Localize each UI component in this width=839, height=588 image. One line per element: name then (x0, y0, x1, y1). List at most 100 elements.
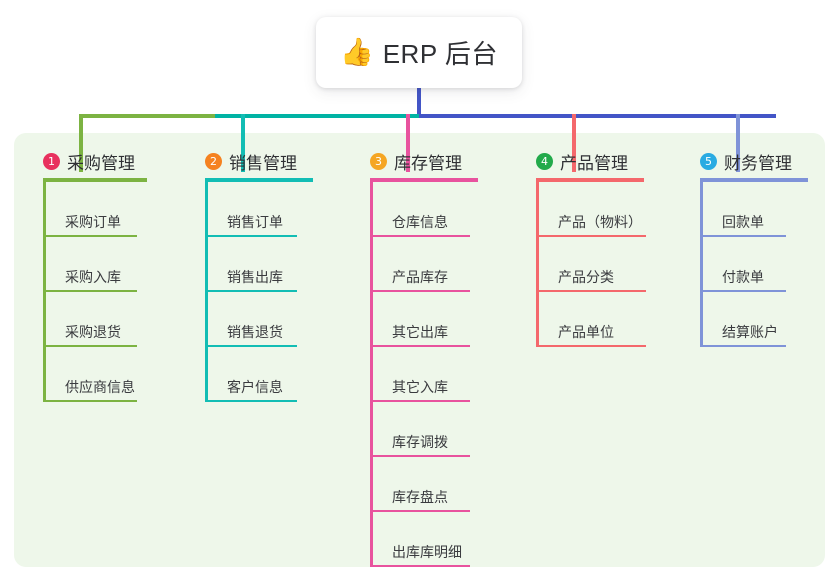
leaf-spine (700, 182, 703, 347)
leaf-item-label: 产品单位 (558, 324, 614, 340)
leaf-item-label: 其它入库 (392, 379, 448, 395)
leaf-underline (536, 235, 646, 237)
leaf-underline (205, 400, 297, 402)
branch-header-5[interactable]: 5 财务管理 (700, 148, 808, 174)
leaf-underline (205, 235, 297, 237)
leaf-item-label: 供应商信息 (65, 379, 135, 395)
leaf-item-label: 仓库信息 (392, 214, 448, 230)
leaf-item[interactable]: 产品单位 (536, 292, 646, 347)
branch-drop-1 (79, 114, 83, 172)
branch-number-badge: 4 (536, 152, 553, 170)
leaf-spine (370, 182, 373, 567)
leaf-underline (536, 345, 646, 347)
leaf-spine (205, 182, 208, 402)
branch-number-badge: 3 (370, 152, 387, 170)
leaf-underline (370, 290, 470, 292)
leaf-item[interactable]: 其它入库 (370, 347, 478, 402)
leaf-item[interactable]: 采购订单 (43, 182, 147, 237)
branch-drop-5 (736, 114, 740, 172)
leaf-stack: 采购订单采购入库采购退货供应商信息 (43, 182, 147, 402)
leaf-item-label: 销售订单 (227, 214, 283, 230)
root-stem (417, 88, 421, 118)
branch-title: 库存管理 (394, 153, 462, 173)
branch-title: 财务管理 (724, 153, 792, 173)
branch-header-3[interactable]: 3 库存管理 (370, 148, 478, 174)
leaf-item[interactable]: 销售出库 (205, 237, 313, 292)
leaf-spine (536, 182, 539, 347)
leaf-item[interactable]: 出库库明细 (370, 512, 478, 567)
leaf-item-label: 采购订单 (65, 214, 121, 230)
branch-header-4[interactable]: 4 产品管理 (536, 148, 644, 174)
leaf-item[interactable]: 采购退货 (43, 292, 147, 347)
leaf-item[interactable]: 结算账户 (700, 292, 808, 347)
bus-teal (215, 114, 419, 118)
leaf-underline (536, 290, 646, 292)
leaf-item-label: 结算账户 (722, 324, 778, 340)
leaf-item[interactable]: 仓库信息 (370, 182, 478, 237)
leaf-stack: 产品（物料） 产品分类产品单位 (536, 182, 646, 347)
leaf-underline (370, 345, 470, 347)
branch-underline (43, 178, 147, 182)
branch-drop-3 (406, 114, 410, 172)
branch-underline (370, 178, 478, 182)
leaf-item[interactable]: 产品分类 (536, 237, 646, 292)
leaf-underline (700, 235, 786, 237)
leaf-item-label: 采购入库 (65, 269, 121, 285)
leaf-item-label: 采购退货 (65, 324, 121, 340)
leaf-underline (370, 235, 470, 237)
thumbs-up-icon: 👍 (340, 37, 374, 67)
leaf-item[interactable]: 供应商信息 (43, 347, 147, 402)
leaf-item[interactable]: 付款单 (700, 237, 808, 292)
leaf-underline (370, 455, 470, 457)
leaf-item-label: 出库库明细 (392, 544, 462, 560)
leaf-underline (700, 345, 786, 347)
bus-green (79, 114, 215, 118)
leaf-item[interactable]: 销售订单 (205, 182, 313, 237)
leaf-stack: 回款单付款单结算账户 (700, 182, 808, 347)
leaf-item-label: 产品（物料） (558, 214, 642, 230)
bus-indigo (419, 114, 776, 118)
leaf-item-label: 回款单 (722, 214, 764, 230)
root-node[interactable]: 👍 ERP 后台 (316, 17, 522, 88)
leaf-underline (43, 290, 137, 292)
branch-title: 采购管理 (67, 153, 135, 173)
leaf-item[interactable]: 其它出库 (370, 292, 478, 347)
leaf-stack: 仓库信息产品库存其它出库其它入库库存调拨库存盘点出库库明细 (370, 182, 478, 567)
branch-underline (205, 178, 313, 182)
leaf-item-label: 客户信息 (227, 379, 283, 395)
leaf-underline (700, 290, 786, 292)
leaf-underline (205, 290, 297, 292)
leaf-underline (43, 400, 137, 402)
leaf-item-label: 其它出库 (392, 324, 448, 340)
leaf-item[interactable]: 回款单 (700, 182, 808, 237)
leaf-stack: 销售订单销售出库销售退货客户信息 (205, 182, 313, 402)
leaf-spine (43, 182, 46, 402)
branch-drop-4 (572, 114, 576, 172)
leaf-item-label: 产品库存 (392, 269, 448, 285)
leaf-item[interactable]: 产品（物料） (536, 182, 646, 237)
branch-column-5: 5 财务管理回款单付款单结算账户 (700, 148, 808, 347)
leaf-underline (205, 345, 297, 347)
leaf-item-label: 付款单 (722, 269, 764, 285)
leaf-item-label: 库存盘点 (392, 489, 448, 505)
branch-number-badge: 5 (700, 152, 717, 170)
branch-column-3: 3 库存管理仓库信息产品库存其它出库其它入库库存调拨库存盘点出库库明细 (370, 148, 478, 567)
branch-title: 销售管理 (229, 153, 297, 173)
branch-underline (700, 178, 808, 182)
branch-title: 产品管理 (560, 153, 628, 173)
leaf-item[interactable]: 采购入库 (43, 237, 147, 292)
leaf-underline (370, 400, 470, 402)
branch-underline (536, 178, 644, 182)
leaf-item[interactable]: 销售退货 (205, 292, 313, 347)
leaf-item[interactable]: 客户信息 (205, 347, 313, 402)
leaf-item[interactable]: 库存调拨 (370, 402, 478, 457)
leaf-item[interactable]: 产品库存 (370, 237, 478, 292)
leaf-underline (43, 235, 137, 237)
root-node-label: ERP 后台 (382, 39, 498, 69)
leaf-item[interactable]: 库存盘点 (370, 457, 478, 512)
